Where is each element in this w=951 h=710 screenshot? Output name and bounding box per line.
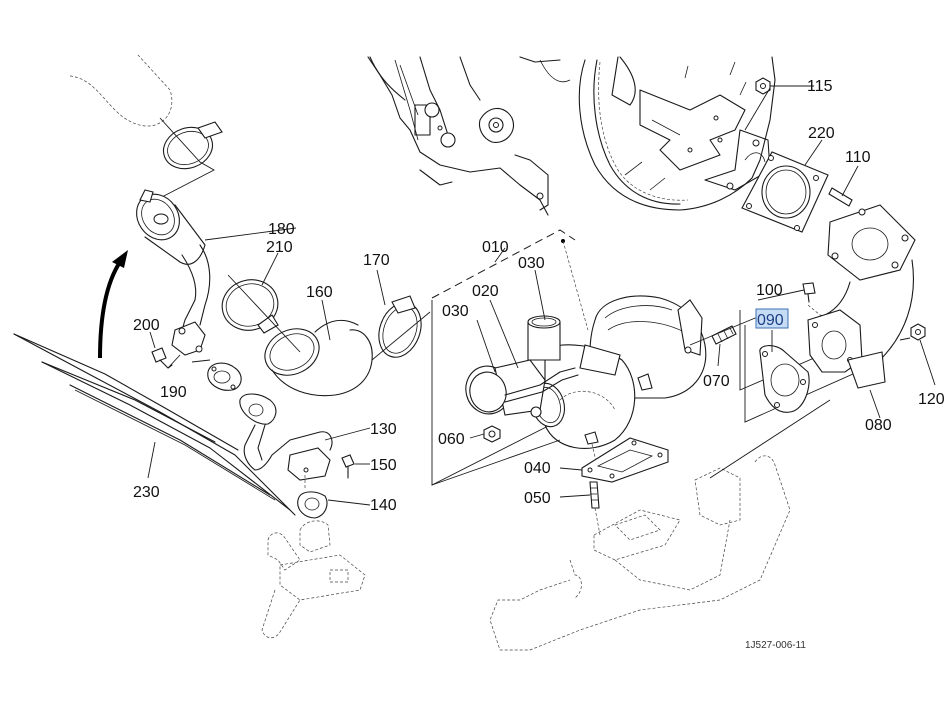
- callout-070[interactable]: 070: [703, 373, 730, 390]
- callout-120[interactable]: 120: [918, 391, 945, 408]
- callout-210[interactable]: 210: [266, 239, 293, 256]
- nut-120-illustration: [899, 323, 926, 341]
- callout-115[interactable]: 115: [807, 78, 833, 95]
- callout-220[interactable]: 220: [808, 125, 835, 142]
- callout-230[interactable]: 230: [133, 484, 160, 501]
- hose-160-illustration: [227, 274, 373, 397]
- callout-labels: 115 230 220 110 180 210 170 160 010 030 …: [133, 78, 945, 651]
- hose-clamp-210-illustration: [221, 279, 279, 334]
- callout-090-highlight: [755, 308, 789, 329]
- gasket-090-illustration: [739, 310, 881, 423]
- callout-080[interactable]: 080: [865, 417, 892, 434]
- drawing-id-label: 1J527-006-11: [745, 640, 806, 651]
- callout-170[interactable]: 170: [363, 252, 390, 269]
- callout-180[interactable]: 180: [268, 221, 295, 238]
- nut-060-illustration: [483, 425, 501, 443]
- callout-040[interactable]: 040: [524, 460, 551, 477]
- stud-070-illustration: [689, 315, 761, 346]
- gasket-220-illustration: [741, 151, 829, 233]
- direction-arrow-icon: [98, 250, 128, 359]
- guide-rail-230-illustration: [13, 333, 296, 516]
- callout-010[interactable]: 010: [482, 239, 509, 256]
- callout-100[interactable]: 100: [756, 282, 783, 299]
- callout-060[interactable]: 060: [438, 431, 465, 448]
- hose-clamp-170-illustration: [371, 295, 431, 361]
- hose-clamp-upper-illustration: [159, 117, 223, 199]
- gasket-190-illustration: [207, 362, 242, 391]
- lower-bracket-illustration: [261, 520, 366, 639]
- callout-030-upper[interactable]: 030: [518, 255, 545, 272]
- callout-090[interactable]: 090: [757, 312, 784, 329]
- callout-030-lower[interactable]: 030: [442, 303, 469, 320]
- air-intake-hose-phantom: [69, 54, 173, 127]
- gasket-140-illustration: [297, 491, 328, 519]
- bolt-100-illustration: [802, 282, 841, 321]
- callout-110[interactable]: 110: [845, 149, 871, 166]
- pipe-130-illustration: [239, 393, 333, 490]
- callout-160[interactable]: 160: [306, 284, 333, 301]
- engine-block-illustration: [367, 56, 776, 216]
- gasket-040-illustration: [581, 437, 669, 483]
- breather-pipe-180-illustration: [136, 189, 211, 356]
- callout-140[interactable]: 140: [370, 497, 397, 514]
- stud-110-illustration: [828, 187, 853, 207]
- callout-200[interactable]: 200: [133, 317, 160, 334]
- callout-leaders: [149, 85, 936, 506]
- callout-020[interactable]: 020: [472, 283, 499, 300]
- callout-050[interactable]: 050: [524, 490, 551, 507]
- bolt-150-illustration: [341, 454, 355, 479]
- callout-130[interactable]: 130: [370, 421, 397, 438]
- exhaust-manifold-illustration: [489, 399, 831, 651]
- stud-050-illustration: [589, 481, 601, 536]
- nut-115-illustration: [744, 77, 771, 131]
- callout-150[interactable]: 150: [370, 457, 397, 474]
- callout-190[interactable]: 190: [160, 384, 187, 401]
- turbocharger-illustration: [431, 295, 707, 486]
- bolt-200-illustration: [151, 347, 181, 369]
- exhaust-elbow-080-illustration: [807, 204, 916, 389]
